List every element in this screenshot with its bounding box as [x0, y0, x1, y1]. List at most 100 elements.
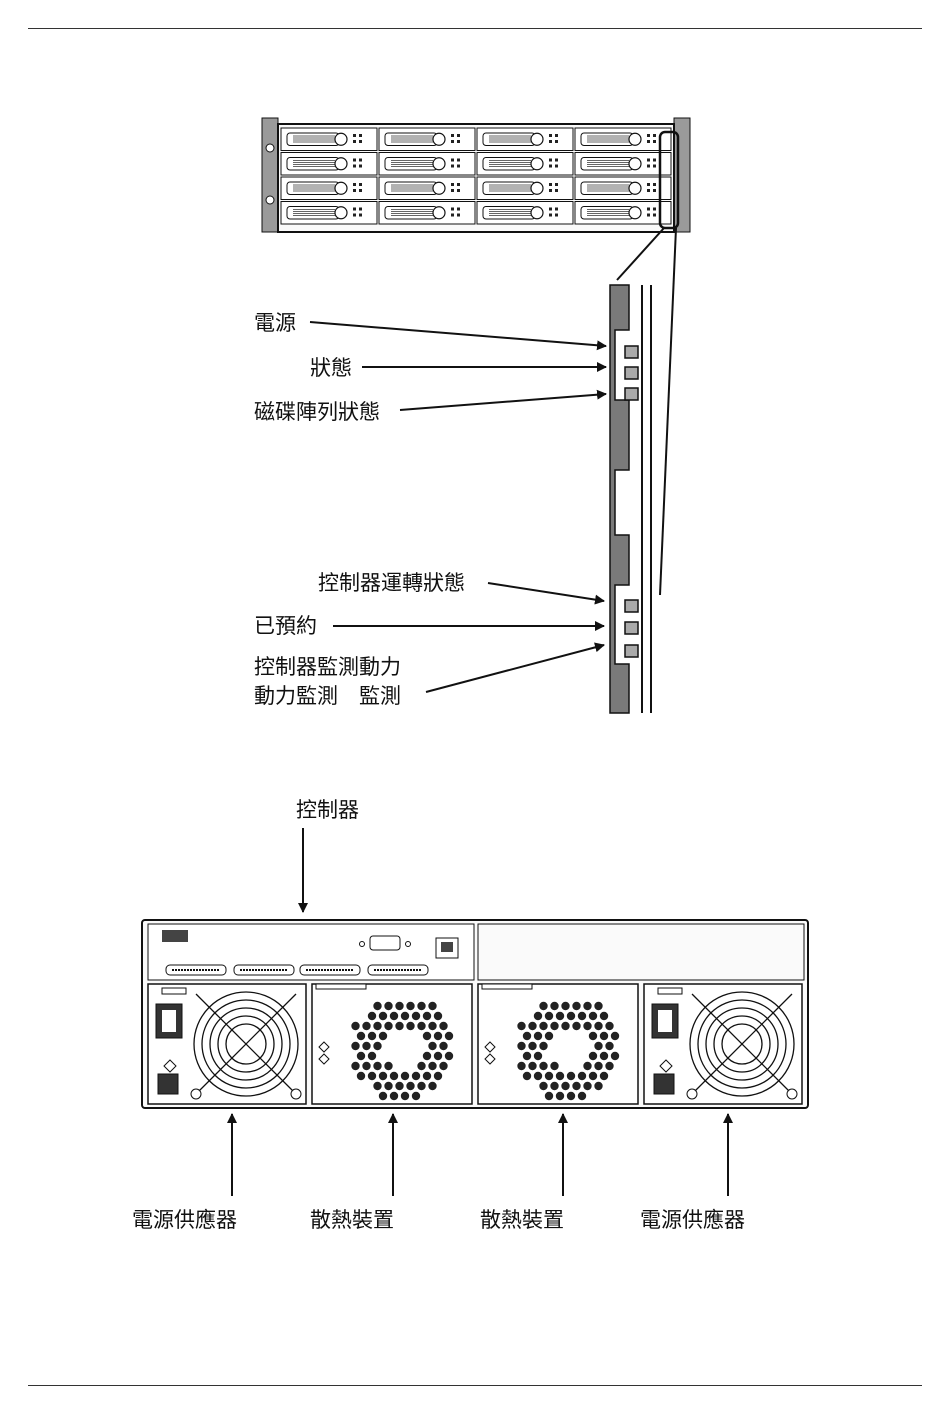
callout-psu-right: 電源供應器	[640, 1208, 745, 1232]
grille-hole	[534, 1032, 542, 1040]
callout-controller-heartbeat: 控制器監測動力	[254, 655, 401, 679]
drive-led	[647, 183, 650, 186]
controller-latch	[162, 930, 188, 942]
drive-latch-icon	[531, 182, 543, 194]
grille-hole	[395, 1002, 403, 1010]
grille-hole	[445, 1052, 453, 1060]
serial-port-icon	[370, 936, 400, 950]
led-indicator	[625, 367, 638, 379]
drive-latch-icon	[629, 182, 641, 194]
grille-hole	[384, 1022, 392, 1030]
drive-handle	[581, 158, 633, 171]
screw-icon	[191, 1089, 201, 1099]
drive-bay	[281, 128, 377, 151]
screw-icon	[291, 1089, 301, 1099]
callout-psu-left: 電源供應器	[132, 1208, 237, 1232]
grille-hole	[373, 1002, 381, 1010]
grille-hole	[561, 1002, 569, 1010]
grille-hole	[534, 1052, 542, 1060]
drive-bay	[281, 177, 377, 200]
drive-led	[457, 159, 460, 162]
grille-hole	[594, 1062, 602, 1070]
drive-bay	[477, 177, 573, 200]
grille-hole	[395, 1022, 403, 1030]
drive-led	[555, 134, 558, 137]
grille-hole	[534, 1012, 542, 1020]
zoom-line-left	[617, 228, 664, 280]
drive-led	[647, 159, 650, 162]
led-callout-arrows	[310, 322, 606, 692]
grille-hole	[412, 1072, 420, 1080]
grille-hole	[390, 1072, 398, 1080]
ear-screw	[266, 196, 274, 204]
drive-handle	[287, 158, 339, 171]
ethernet-jack	[441, 942, 453, 952]
grille-hole	[439, 1042, 447, 1050]
grille-hole	[373, 1022, 381, 1030]
grille-hole	[578, 1092, 586, 1100]
grille-hole	[594, 1002, 602, 1010]
grille-hole	[539, 1042, 547, 1050]
grille-hole	[390, 1092, 398, 1100]
psu-latch	[162, 988, 186, 994]
grille-hole	[567, 1012, 575, 1020]
grille-hole	[605, 1042, 613, 1050]
drive-bay	[477, 128, 573, 151]
screw-icon	[787, 1089, 797, 1099]
drive-handle	[287, 207, 339, 220]
drive-latch-icon	[629, 133, 641, 145]
drive-led	[353, 159, 356, 162]
drive-led	[457, 208, 460, 211]
screw-icon	[687, 1089, 697, 1099]
drive-led	[647, 189, 650, 192]
drive-led	[549, 159, 552, 162]
zoom-line-right	[660, 228, 676, 595]
drive-led	[549, 189, 552, 192]
drive-handle	[581, 182, 633, 195]
drive-led	[359, 189, 362, 192]
drive-latch-icon	[629, 158, 641, 170]
blank-controller-slot	[478, 924, 804, 980]
grille-hole	[373, 1082, 381, 1090]
grille-hole	[428, 1062, 436, 1070]
drive-led	[647, 140, 650, 143]
grille-hole	[368, 1072, 376, 1080]
drive-led	[555, 183, 558, 186]
grille-hole	[417, 1082, 425, 1090]
drive-latch-icon	[433, 158, 445, 170]
drive-latch-icon	[433, 207, 445, 219]
drive-bay	[575, 202, 671, 225]
drive-bay	[379, 202, 475, 225]
grille-hole	[611, 1032, 619, 1040]
drive-latch-icon	[335, 133, 347, 145]
grille-hole	[368, 1052, 376, 1060]
drive-latch-icon	[531, 158, 543, 170]
drive-led	[359, 134, 362, 137]
grille-hole	[594, 1082, 602, 1090]
grille-hole	[556, 1012, 564, 1020]
grille-hole	[373, 1062, 381, 1070]
grille-hole	[589, 1012, 597, 1020]
grille-hole	[539, 1082, 547, 1090]
grille-hole	[583, 1002, 591, 1010]
grille-hole	[412, 1092, 420, 1100]
grille-hole	[517, 1062, 525, 1070]
grille-hole	[401, 1012, 409, 1020]
grille-hole	[417, 1002, 425, 1010]
drive-led	[647, 165, 650, 168]
callout-cooling-right: 散熱裝置	[480, 1208, 564, 1232]
drive-led	[353, 134, 356, 137]
power-switch-icon	[158, 1074, 178, 1094]
grille-hole	[589, 1072, 597, 1080]
grille-hole	[545, 1072, 553, 1080]
grille-hole	[368, 1012, 376, 1020]
led-indicator	[625, 346, 638, 358]
grille-hole	[428, 1022, 436, 1030]
grille-hole	[550, 1002, 558, 1010]
drive-handle	[385, 182, 437, 195]
drive-led	[457, 189, 460, 192]
drive-led	[647, 208, 650, 211]
drive-led	[451, 134, 454, 137]
drive-led	[359, 165, 362, 168]
drive-led	[653, 134, 656, 137]
